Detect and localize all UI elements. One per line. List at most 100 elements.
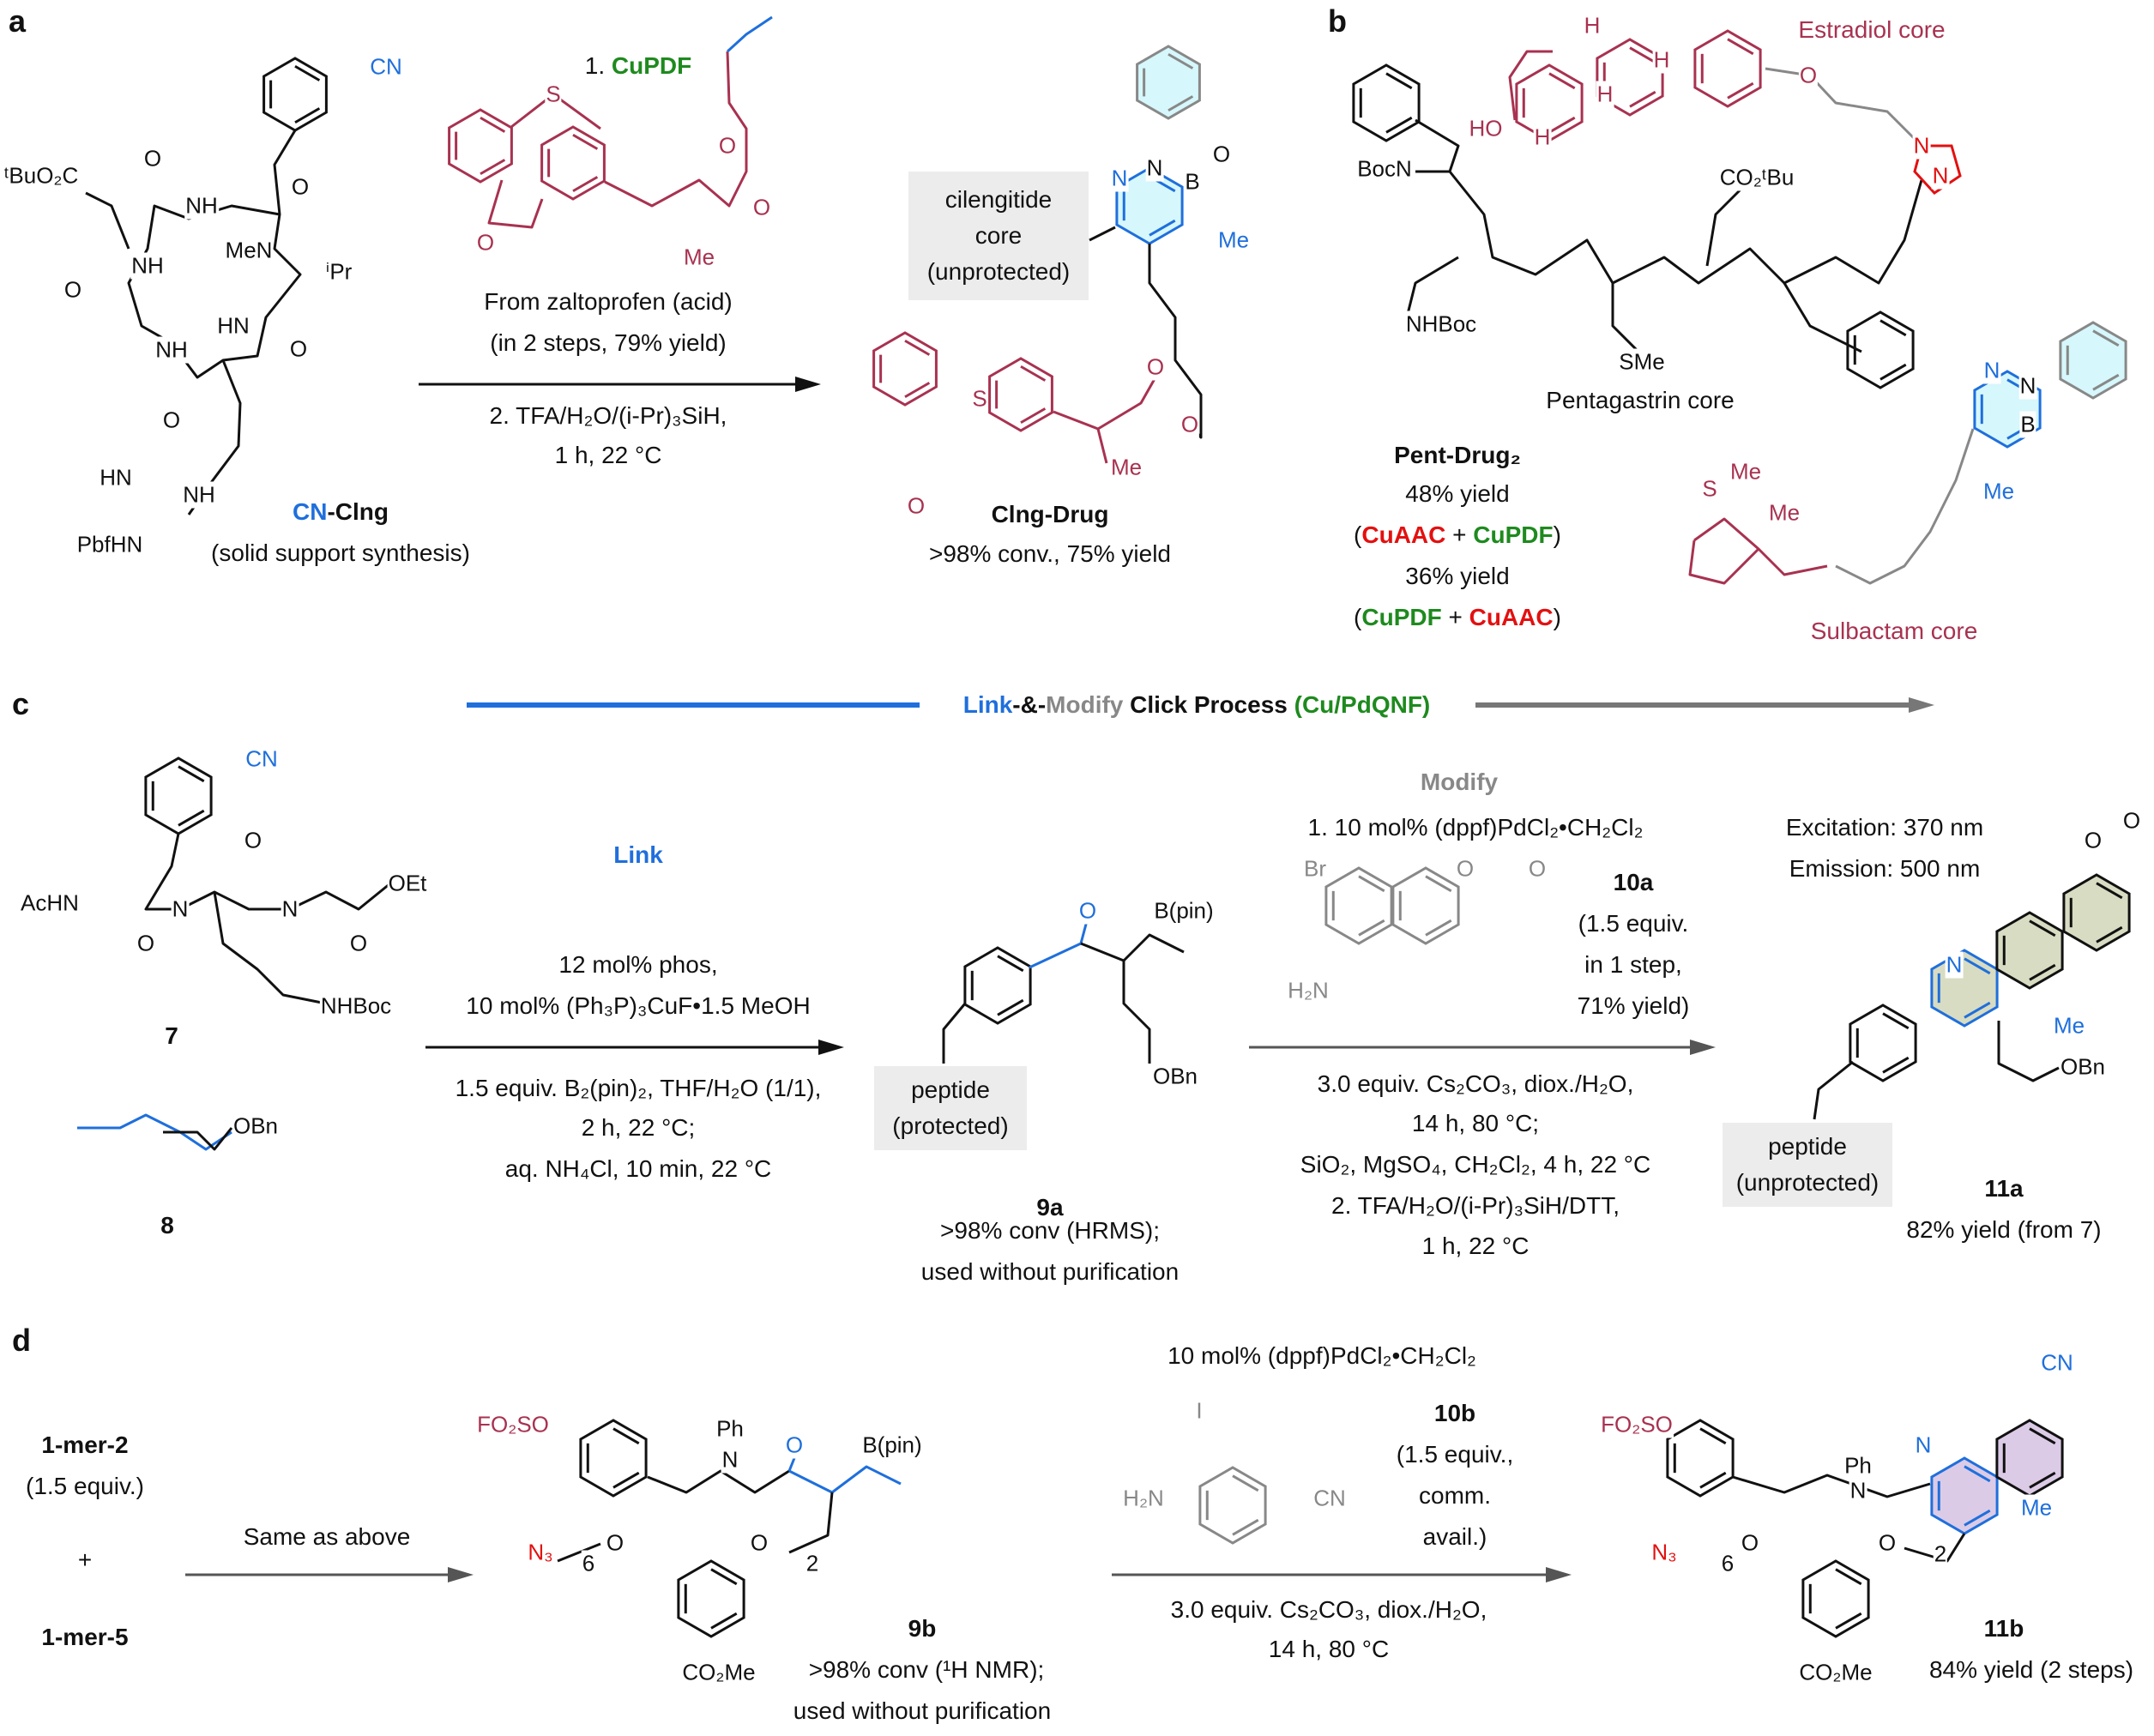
chain-8: [163, 1127, 233, 1151]
double-bond: [997, 998, 1024, 1016]
atom-hn: HN: [216, 312, 250, 340]
reaction-arrow-a-head: [795, 377, 821, 392]
compound-11a-phenyl: [1849, 1004, 1917, 1082]
atom-n: N: [1982, 357, 2001, 384]
atom-o: O: [290, 173, 311, 201]
double-bond: [2096, 882, 2123, 900]
double-bond: [1699, 1427, 1727, 1445]
cuaac: CuAAC: [1469, 604, 1554, 630]
sulbactam-ring: [1688, 517, 1760, 585]
double-bond: [1425, 919, 1452, 937]
double-bond: [1835, 1568, 1862, 1586]
step1-label: 1. CuPDF: [585, 54, 691, 78]
reactant-1mer-2: 1-mer-2: [41, 1432, 129, 1458]
benzoxaborole-ring: [1136, 45, 1201, 120]
atom-co2me: CO₂Me: [681, 1659, 757, 1686]
atom-pbfhn: PbfHN: [75, 531, 144, 558]
modify-cond-2: 2. TFA/H₂O/(i-Pr)₃SiH/DTT,: [1331, 1192, 1620, 1219]
double-bond: [2096, 925, 2123, 943]
double-bond: [1020, 365, 1047, 382]
double-bond: [2092, 373, 2120, 391]
atom-nh: NH: [182, 481, 216, 509]
atom-o: O: [243, 827, 263, 854]
double-bond: [1232, 1518, 1259, 1536]
compound-11a-middle-ring: [1995, 911, 2064, 990]
modify-reaction-arrow-head: [1690, 1040, 1716, 1055]
double-bond: [1835, 1612, 1862, 1630]
atom-bpin: B(pin): [1153, 897, 1215, 925]
atom-o: O: [1077, 897, 1098, 925]
compound-11b-benzo-ring: [1995, 1419, 2064, 1498]
cn-prefix: CN: [293, 498, 328, 525]
atom-obn: OBn: [2059, 1053, 2107, 1081]
double-bond: [1629, 90, 1656, 108]
pentagastrin-core-label: Pentagastrin core: [1546, 387, 1735, 413]
compound-7-ring: [144, 756, 213, 835]
double-bond: [1964, 957, 1991, 975]
atom-o: O: [288, 335, 309, 363]
double-bond: [1385, 72, 1413, 90]
atom-h2n: H₂N: [1287, 977, 1330, 1004]
cilengitide-core-box: cilengitide core (unprotected): [908, 172, 1089, 300]
atom-cn: CN: [2040, 1349, 2074, 1377]
yield-2: 36% yield: [1405, 563, 1510, 589]
sulbactam-ester: [1757, 547, 1828, 576]
title-catalyst: (Cu/PdQNF): [1294, 691, 1431, 718]
atom-i: I: [1195, 1397, 1204, 1425]
pentyl-linker: [1148, 244, 1203, 439]
double-bond: [480, 159, 506, 176]
atom-o: O: [161, 407, 182, 434]
reactant-1-note: (1.5 equiv.): [26, 1473, 144, 1499]
side-chain-11a: [1997, 1021, 2060, 1082]
compound-11b-pyridine-ring: [1930, 1456, 1999, 1535]
atom-br: Br: [1303, 855, 1327, 883]
allene: [726, 15, 773, 53]
azide: N₃: [1651, 1539, 1677, 1565]
link-cond: 1.5 equiv. B₂(pin)₂, THF/H₂O (1/1),: [455, 1075, 822, 1101]
atom-nh: N: [281, 895, 299, 923]
atom-h: H: [1533, 124, 1552, 151]
atom-bpin: B(pin): [861, 1432, 923, 1459]
double-bond: [1629, 46, 1656, 64]
peptide-link-9a: [942, 1003, 967, 1064]
atom-cn: CN: [369, 53, 403, 81]
pentagastrin-backbone: [1448, 171, 1923, 285]
double-bond: [710, 1568, 738, 1586]
compound-9b-resorcinol-ring: [677, 1559, 745, 1638]
atom-sub2: 2: [805, 1550, 820, 1577]
ester-arm: [85, 191, 130, 250]
link-cond: 12 mol% phos,: [558, 951, 718, 978]
reactant-1mer-5: 1-mer-5: [41, 1624, 129, 1650]
atom-h: H: [1596, 81, 1614, 108]
box-line: peptide: [911, 1076, 990, 1103]
zaltoprofen-aryl-ring: [540, 125, 606, 201]
compound-10a-label: 10a: [1613, 869, 1654, 895]
atom-men: MeN: [224, 237, 274, 264]
compound-11a-pyranone: [2062, 873, 2131, 952]
note-10a: 71% yield): [1577, 992, 1690, 1019]
double-bond: [1882, 1056, 1910, 1074]
panel-label-d: d: [12, 1323, 31, 1358]
atom-me: Me: [1767, 499, 1801, 527]
step2-line2: 1 h, 22 °C: [554, 442, 662, 468]
double-bond: [904, 339, 931, 356]
9b-amine-chain: [647, 1469, 790, 1494]
atom-o: O: [1455, 855, 1475, 883]
atom-o: O: [1798, 62, 1819, 89]
9b-azide-chain: [557, 1542, 601, 1563]
atom-o: O: [1180, 411, 1200, 438]
propionate-chain: [604, 51, 748, 208]
atom-o: O: [906, 492, 926, 520]
9b-allene: [788, 1465, 902, 1494]
atom-nh: NH: [130, 252, 165, 280]
title-modify: Modify: [1046, 691, 1124, 718]
cupdf: CuPDF: [1361, 604, 1442, 630]
double-bond: [1425, 875, 1452, 893]
cn-clng-name: CN-Clng: [293, 500, 389, 524]
boc-arm: [1405, 256, 1459, 318]
modify-arrow-head: [1909, 697, 1934, 713]
core-box-line: (unprotected): [926, 258, 1071, 285]
atom-ph: Ph: [715, 1415, 745, 1443]
coumarin-10a-ring-1: [1324, 866, 1393, 945]
double-bond: [1385, 116, 1413, 134]
